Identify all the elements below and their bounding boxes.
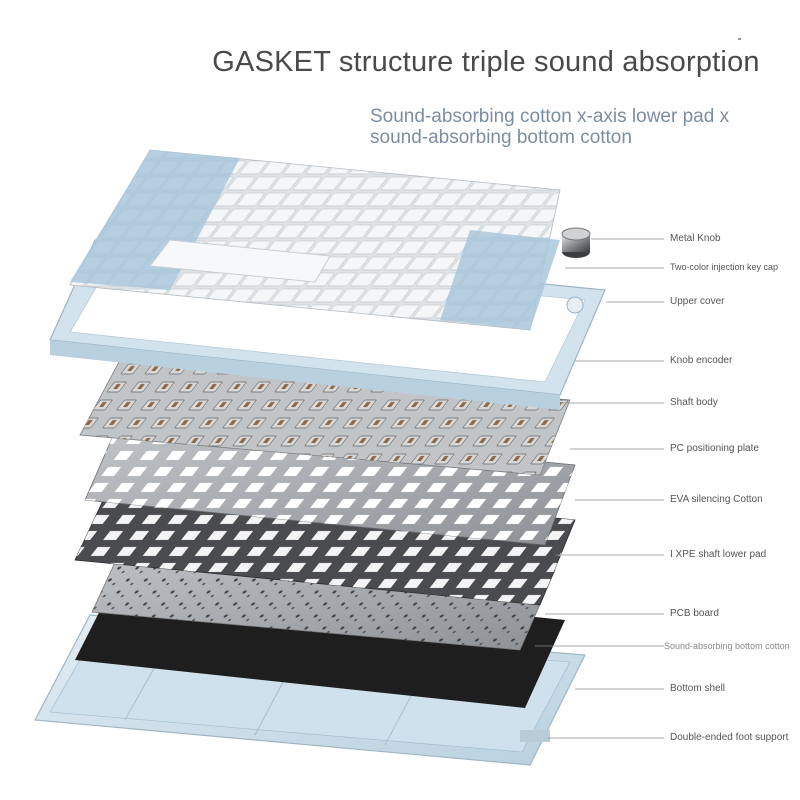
callout-eva-cotton: EVA silencing Cotton xyxy=(670,494,763,505)
callout-metal-knob: Metal Knob xyxy=(670,233,721,244)
callout-lines xyxy=(535,238,664,739)
callout-knob-encoder: Knob encoder xyxy=(670,355,733,366)
callout-two-color-keycap: Two-color injection key cap xyxy=(670,262,779,272)
metal-knob xyxy=(561,227,591,258)
subtitle-line-1: Sound-absorbing cotton x-axis lower pad … xyxy=(370,106,730,127)
callout-foot-support: Double-ended foot support xyxy=(670,732,789,743)
callout-shaft-body: Shaft body xyxy=(670,397,718,408)
callout-upper-cover: Upper cover xyxy=(670,296,725,307)
callout-pc-plate: PC positioning plate xyxy=(670,443,759,454)
callout-xpe-pad: I XPE shaft lower pad xyxy=(670,549,767,560)
callout-bottom-shell: Bottom shell xyxy=(670,683,726,694)
page-title: GASKET structure triple sound absorption xyxy=(212,46,760,78)
callout-bottom-cotton: Sound-absorbing bottom cotton xyxy=(664,641,790,651)
subtitle-line-2: sound-absorbing bottom cotton xyxy=(370,127,632,148)
page-subtitle: Sound-absorbing cotton x-axis lower pad … xyxy=(370,106,790,148)
keycap-layer xyxy=(69,149,561,331)
callout-pcb-board: PCB board xyxy=(670,608,719,619)
corner-mark xyxy=(738,38,741,40)
